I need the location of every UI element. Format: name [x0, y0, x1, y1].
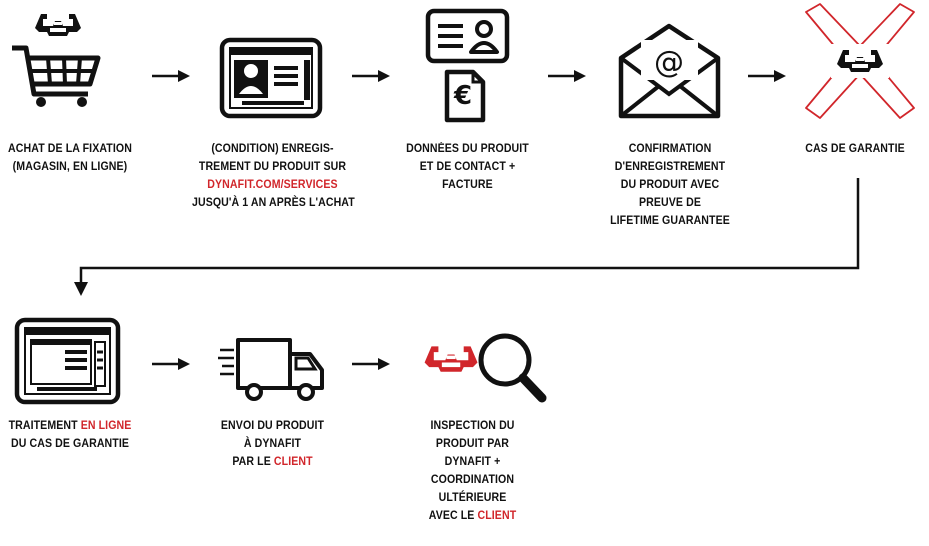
- dynafit-services-link[interactable]: DYNAFIT.COM/SERVICES: [207, 179, 338, 191]
- step2-line2: TREMENT DU PRODUIT SUR: [198, 161, 347, 173]
- step1-line2: (MAGASIN, EN LIGNE): [12, 161, 128, 173]
- arrow-right-5: [152, 358, 190, 370]
- shopping-cart-binding-icon: [10, 10, 110, 110]
- step8-line6: AVEC LE CLIENT: [406, 507, 539, 525]
- arrow-right-3: [548, 70, 586, 82]
- step8-label: INSPECTION DU PRODUIT PAR DYNAFIT + COOR…: [406, 417, 539, 525]
- step4-label: CONFIRMATION D'ENREGISTREMENT DU PRODUIT…: [596, 140, 743, 230]
- email-envelope-icon: @: [617, 22, 722, 120]
- online-processing-screen-icon: [14, 317, 121, 405]
- step6-line1: TRAITEMENT EN LIGNE: [6, 417, 135, 435]
- step8-line6a: AVEC LE: [428, 510, 478, 522]
- arrow-right-1: [152, 70, 190, 82]
- step3-label: DONNÉES DU PRODUIT ET DE CONTACT + FACTU…: [401, 140, 534, 194]
- step3-line1: DONNÉES DU PRODUIT: [406, 143, 529, 155]
- step6-label: TRAITEMENT EN LIGNE DU CAS DE GARANTIE: [6, 417, 135, 453]
- step7-line3a: PAR LE: [232, 456, 274, 468]
- step5-line1: CAS DE GARANTIE: [805, 143, 905, 155]
- step7-line3: PAR LE CLIENT: [201, 453, 344, 471]
- inspection-magnifier-binding-icon: [420, 328, 555, 413]
- step8-line6b: CLIENT: [477, 510, 517, 522]
- step7-line2: À DYNAFIT: [243, 438, 302, 450]
- arrow-right-6: [352, 358, 390, 370]
- contact-card-invoice-icon: €: [425, 8, 510, 123]
- step2-line1: (CONDITION) ENREGIS-: [211, 143, 334, 155]
- step8-line1: INSPECTION DU: [430, 420, 515, 432]
- step6-line1b: EN LIGNE: [80, 420, 132, 432]
- step4-line4: PREUVE DE: [639, 197, 701, 209]
- step2-line4: JUSQU'À 1 AN APRÈS L'ACHAT: [192, 197, 355, 209]
- step7-label: ENVOI DU PRODUIT À DYNAFIT PAR LE CLIENT: [201, 417, 344, 471]
- svg-text:@: @: [654, 45, 684, 80]
- step4-line2: D'ENREGISTREMENT: [614, 161, 726, 173]
- step8-line2: PRODUIT PAR: [435, 438, 510, 450]
- arrow-right-2: [352, 70, 390, 82]
- online-registration-screen-icon: [219, 37, 323, 119]
- step7-line1: ENVOI DU PRODUIT: [220, 420, 325, 432]
- svg-text:€: €: [453, 81, 472, 111]
- step7-line3b: CLIENT: [273, 456, 313, 468]
- step8-line5: ULTÉRIEURE: [438, 492, 507, 504]
- step8-line3: DYNAFIT +: [444, 456, 501, 468]
- step3-line2: ET DE CONTACT +: [419, 161, 516, 173]
- step4-line1: CONFIRMATION: [628, 143, 712, 155]
- delivery-truck-icon: [218, 336, 328, 406]
- warranty-case-crossed-binding-icon: [800, 2, 920, 122]
- step1-line1: ACHAT DE LA FIXATION: [8, 143, 132, 155]
- step6-line1a: TRAITEMENT: [8, 420, 81, 432]
- step1-label: ACHAT DE LA FIXATION (MAGASIN, EN LIGNE): [6, 140, 135, 176]
- step3-line3: FACTURE: [442, 179, 493, 191]
- step6-line2: DU CAS DE GARANTIE: [10, 438, 130, 450]
- connector-arrow: [70, 178, 865, 298]
- step4-line5: LIFETIME GUARANTEE: [610, 215, 730, 227]
- step5-label: CAS DE GARANTIE: [786, 140, 924, 158]
- step4-line3: DU PRODUIT AVEC: [620, 179, 720, 191]
- arrow-right-4: [748, 70, 786, 82]
- step8-line4: COORDINATION: [430, 474, 515, 486]
- step2-label: (CONDITION) ENREGIS- TREMENT DU PRODUIT …: [192, 140, 355, 212]
